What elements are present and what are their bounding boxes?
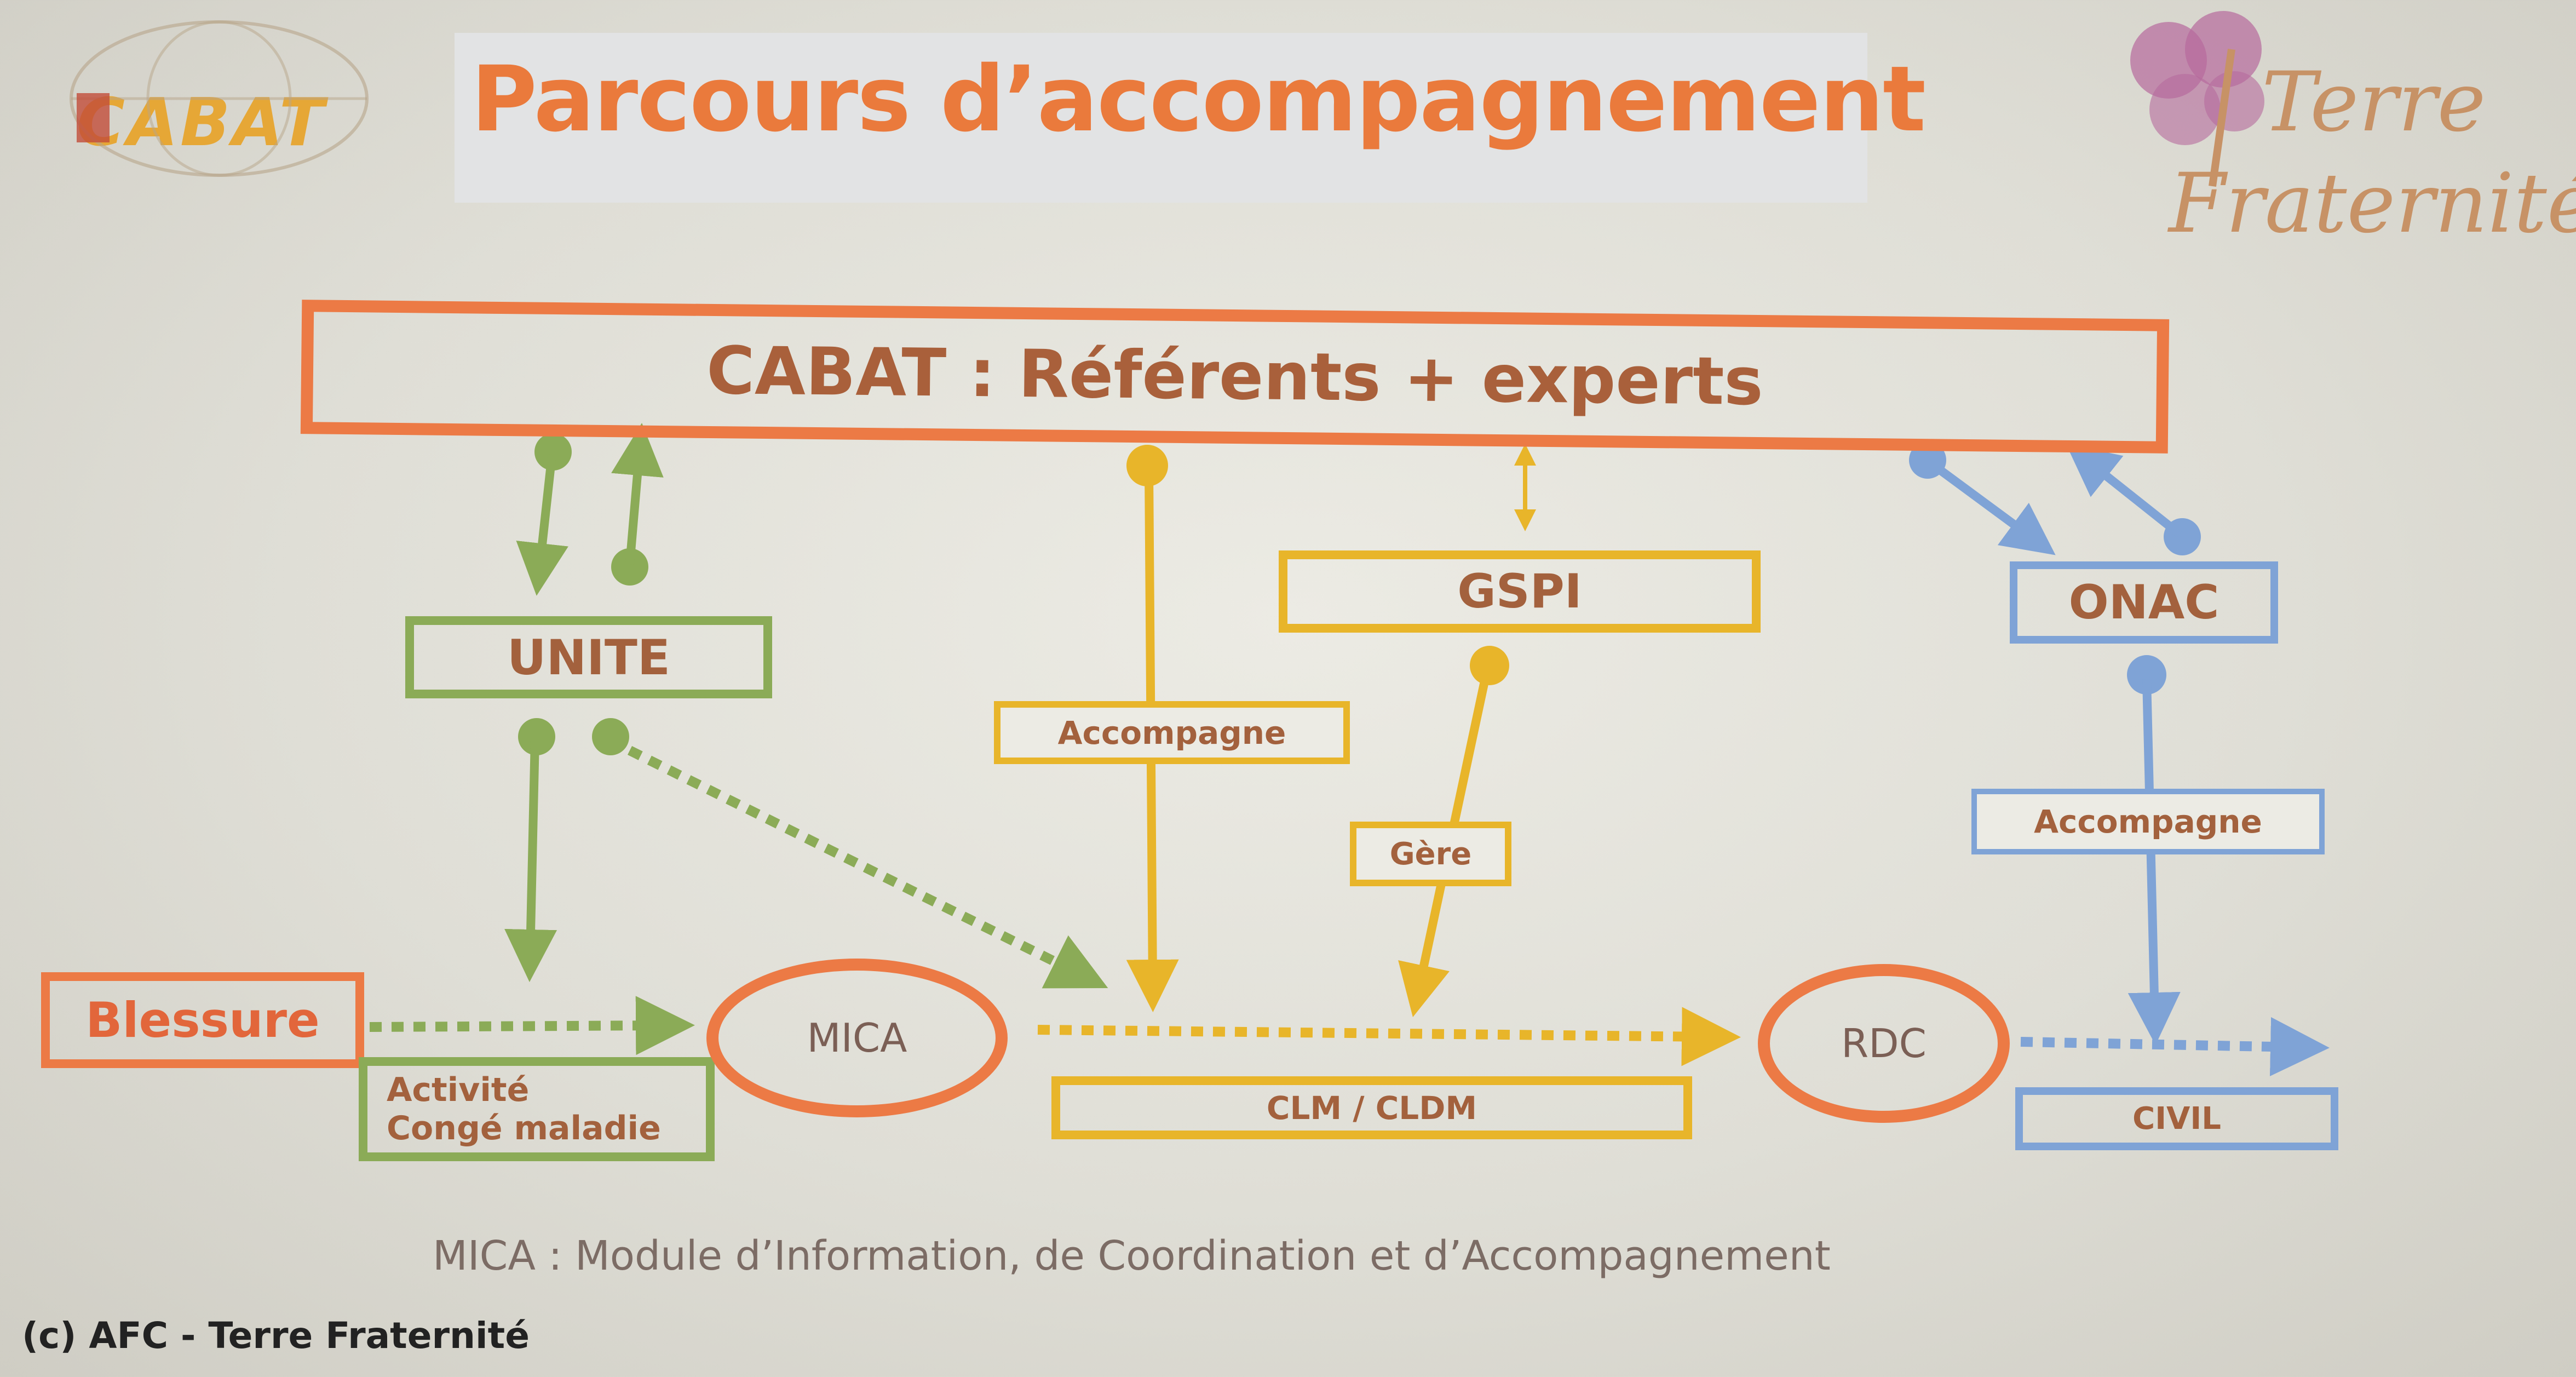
green-arrow-cabat-to-unite [516, 433, 572, 596]
clm-cldm-box: CLM / CLDM [1051, 1076, 1692, 1139]
activite-conge-box: Activité Congé maladie [359, 1057, 715, 1161]
blue-arrow-onac-to-cabat [2066, 444, 2201, 555]
page-title: Parcours d’accompagnement [471, 47, 1926, 152]
rdc-ellipse: RDC [1758, 964, 2010, 1123]
yellow-arrow-gspi-to-clm [1398, 646, 1509, 1017]
green-arrow-unite-to-activite [504, 718, 557, 982]
gspi-box: GSPI [1279, 550, 1761, 633]
terre-fraternite-logo-line1: Terre [2262, 55, 2486, 150]
activite-label: Activité [387, 1071, 530, 1109]
photo-credit: (c) AFC - Terre Fraternité [22, 1315, 530, 1357]
title-background [455, 33, 1867, 203]
label-gere: Gère [1350, 822, 1511, 886]
yellow-dotted-arrow-mica-to-rdc [1037, 1007, 1741, 1066]
terre-fraternite-logo-line2: Fraternité [2169, 156, 2576, 251]
green-dotted-arrow-unite-to-clm [592, 718, 1108, 989]
label-accompagne-cabat: Accompagne [994, 701, 1350, 764]
cabat-referents-box: CABAT : Référents + experts [300, 300, 2170, 454]
conge-maladie-label: Congé maladie [387, 1109, 661, 1148]
green-arrow-unite-to-cabat [611, 423, 664, 586]
label-accompagne-onac: Accompagne [1971, 789, 2325, 854]
onac-box: ONAC [2010, 561, 2278, 644]
green-dotted-arrow-blessure-to-mica [369, 996, 695, 1055]
civil-box: CIVIL [2015, 1087, 2338, 1150]
unite-box: UNITE [405, 616, 772, 698]
blessure-box: Blessure [41, 972, 364, 1068]
blue-dotted-arrow-rdc-to-civil [2020, 1017, 2330, 1076]
mica-definition: MICA : Module d’Information, de Coordina… [433, 1232, 1831, 1280]
mica-ellipse: MICA [706, 959, 1008, 1117]
blue-arrow-cabat-to-onac [1909, 441, 2056, 555]
